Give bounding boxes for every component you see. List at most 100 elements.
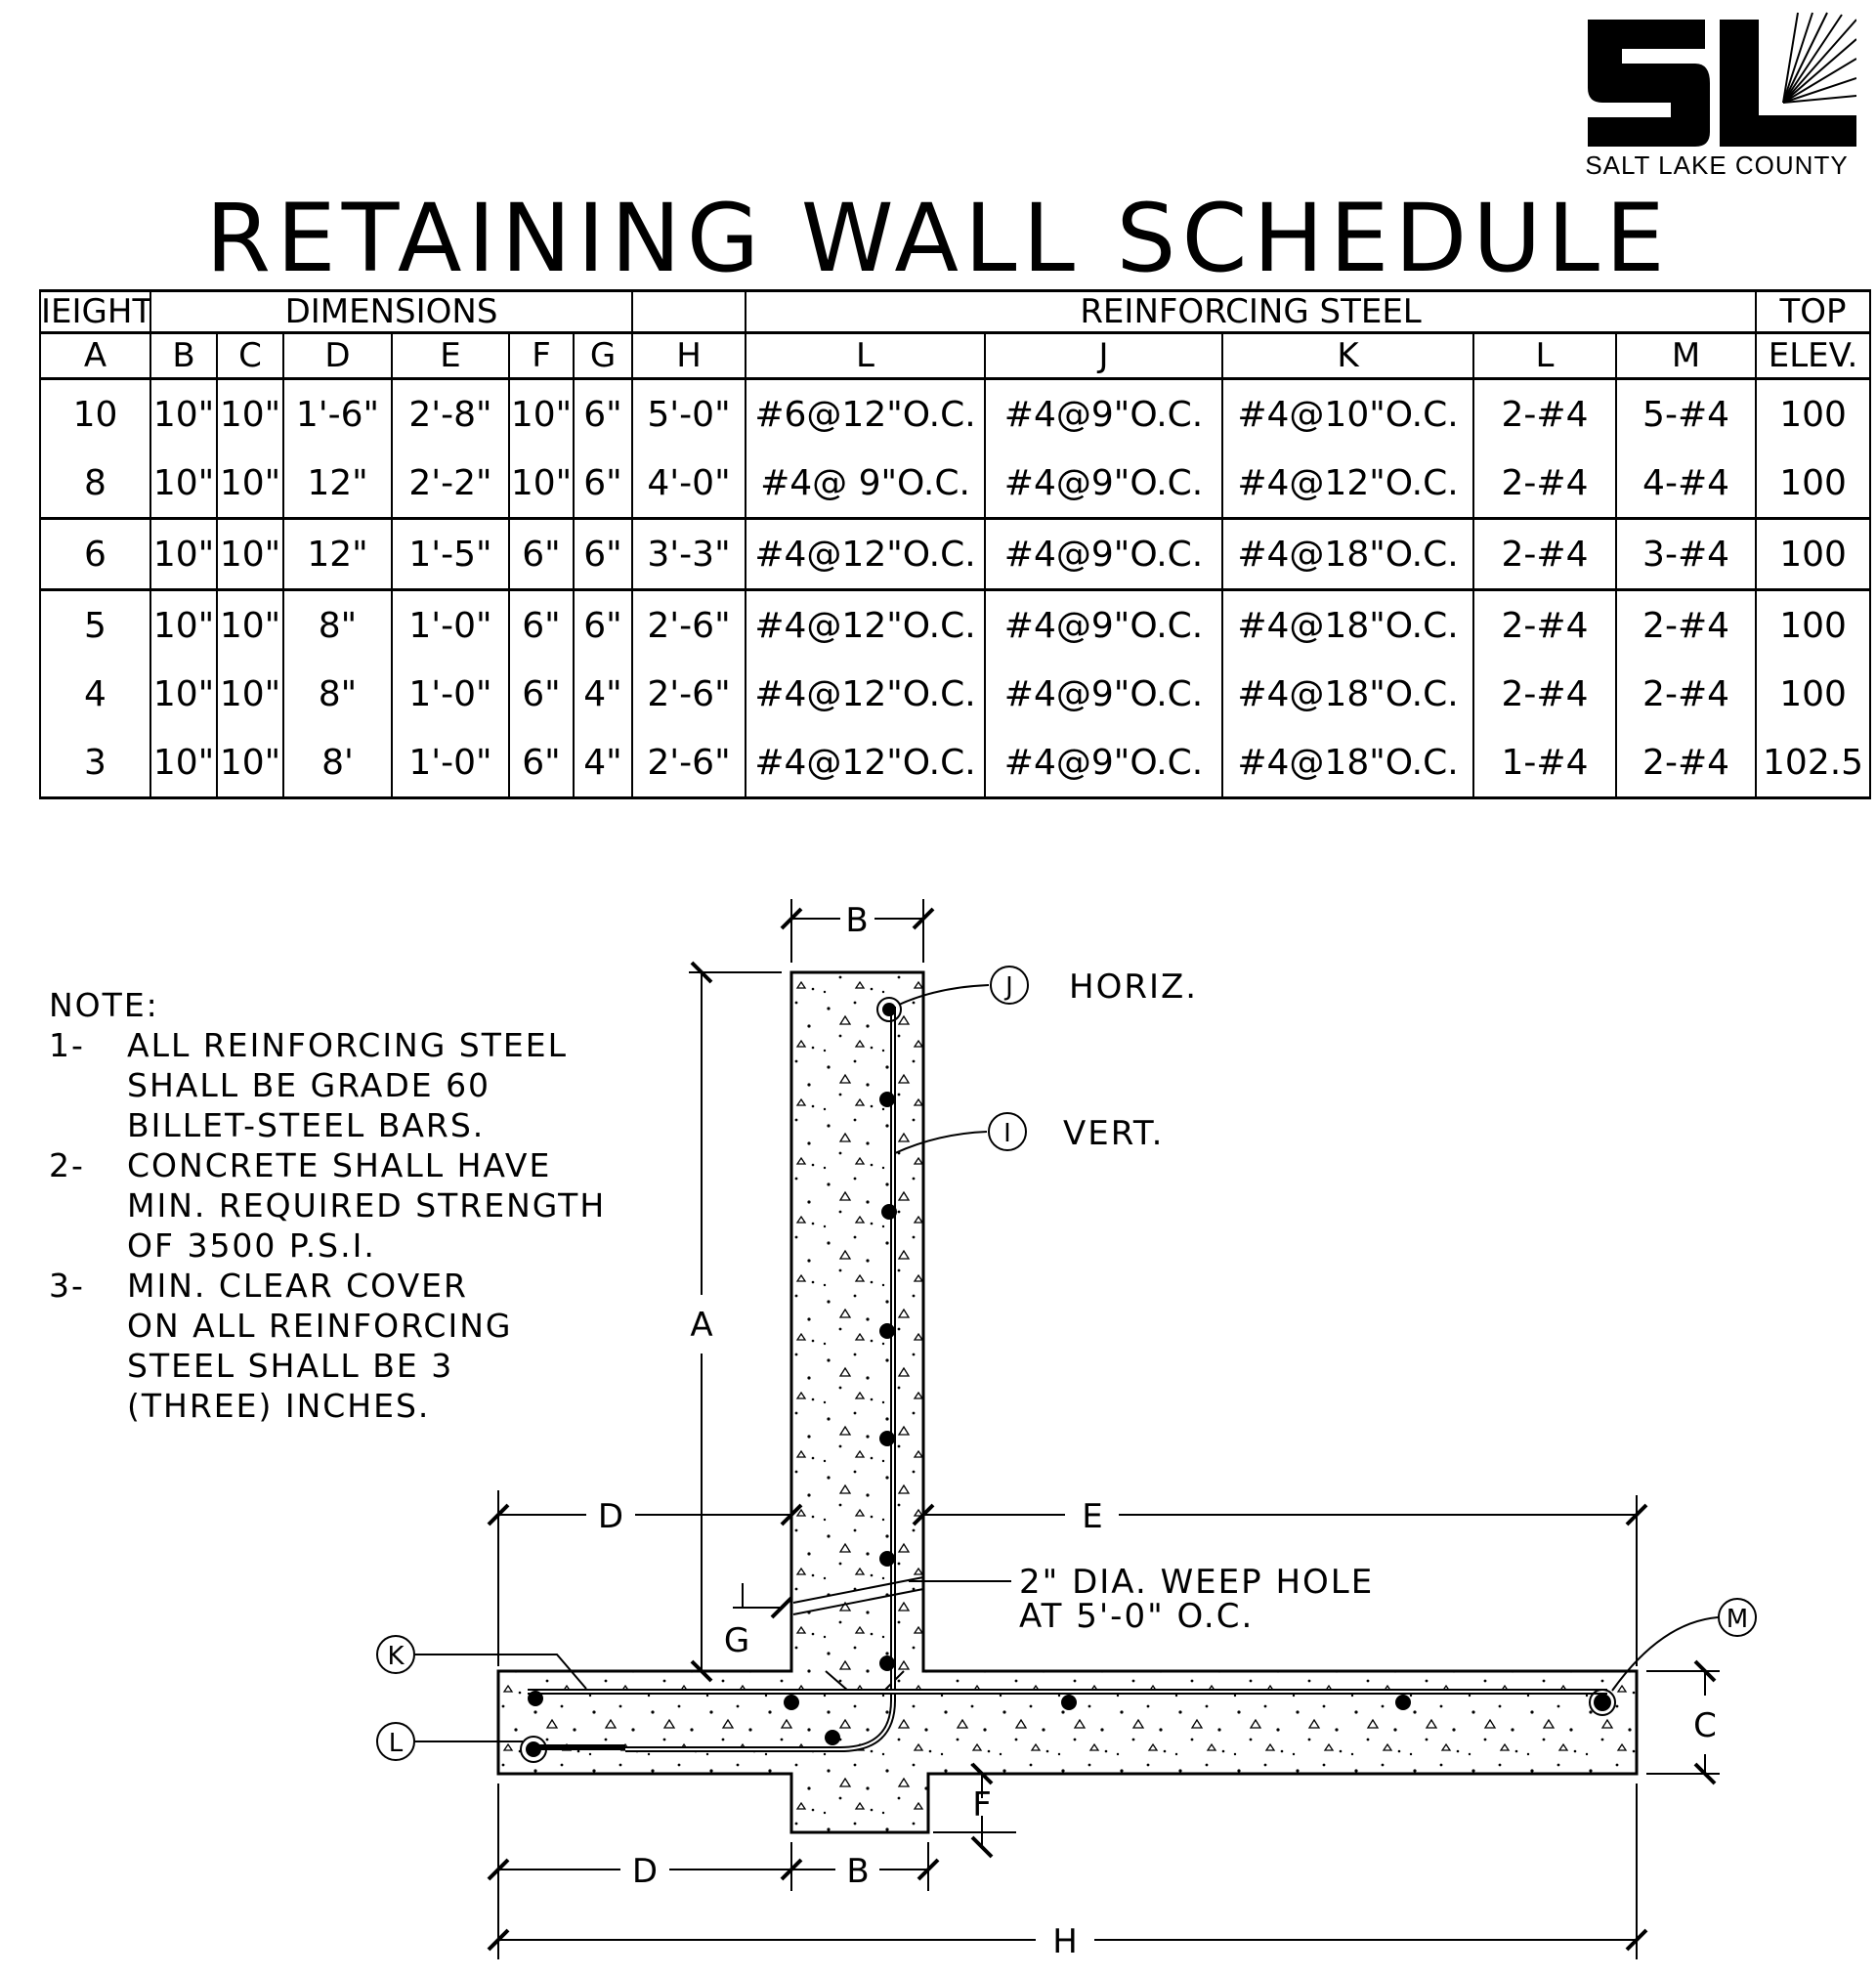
table-cell: #4@9"O.C. (984, 518, 1224, 591)
dim-label-a: A (690, 1306, 712, 1345)
leader-j (898, 984, 990, 1006)
table-cell: 10" (508, 378, 575, 449)
table-cell: #4@18"O.C. (1221, 589, 1475, 660)
note-item: 1-ALL REINFORCING STEEL SHALL BE GRADE 6… (49, 1025, 606, 1145)
logo-l-letter (1720, 20, 1856, 147)
table-cell: 4 (39, 660, 151, 728)
table-cell: 2-#4 (1615, 660, 1758, 728)
table-cell: #4@ 9"O.C. (745, 449, 987, 520)
table-cell: 2-#4 (1472, 449, 1618, 520)
dim-label-g: G (724, 1621, 749, 1660)
bar-m-highlight (1589, 1689, 1616, 1716)
subheader-col: D (282, 331, 393, 380)
table-cell: #4@12"O.C. (745, 660, 987, 728)
subheader-col: L (1472, 331, 1618, 380)
subheader-col: A (39, 331, 151, 380)
table-cell: 4" (572, 660, 634, 728)
callout-circle-j (990, 966, 1029, 1005)
table-cell: 5 (39, 589, 151, 660)
table-cell: 6" (508, 518, 575, 591)
note-text: CONCRETE SHALL HAVE MIN. REQUIRED STRENG… (127, 1146, 607, 1265)
dim-label-e: E (1082, 1497, 1102, 1536)
table-cell: 2-#4 (1472, 589, 1618, 660)
dim-label-h: H (1052, 1922, 1078, 1961)
table-cell: #4@12"O.C. (745, 728, 987, 799)
table-cell: 10" (149, 378, 218, 449)
table-cell: #4@10"O.C. (1221, 378, 1475, 449)
subheader-col: E (391, 331, 510, 380)
table-cell: 4'-0" (631, 449, 747, 520)
note-number: 2- (49, 1146, 85, 1184)
table-cell: 100 (1755, 378, 1872, 449)
table-cell: 2-#4 (1472, 660, 1618, 728)
table-cell: 8" (282, 660, 393, 728)
table-cell: 10" (508, 449, 575, 520)
table-cell: 1'-0" (391, 589, 510, 660)
logo-sun-rays (1782, 12, 1856, 104)
footing-longitudinal-bars (526, 1691, 1611, 1757)
table-cell: 6" (508, 728, 575, 799)
table-cell: 10" (216, 378, 284, 449)
table-cell: 102.5 (1755, 728, 1872, 799)
table-cell: 12" (282, 518, 393, 591)
table-cell: 12" (282, 449, 393, 520)
table-cell: 4-#4 (1615, 449, 1758, 520)
callout-tag-j: J (1003, 972, 1013, 1002)
callout-tag-i: I (1003, 1119, 1011, 1148)
table-cell: 10 (39, 378, 151, 449)
subheader-col: L (745, 331, 987, 380)
logo-caption: SALT LAKE COUNTY (1585, 150, 1848, 180)
subheader-col: C (216, 331, 284, 380)
table-cell: 1-#4 (1472, 728, 1618, 799)
table-cell: #4@9"O.C. (984, 589, 1224, 660)
table-cell: #4@12"O.C. (745, 518, 987, 591)
subheader-col: ELEV. (1755, 331, 1872, 380)
table-cell: 2'-6" (631, 728, 747, 799)
subheader-col: J (984, 331, 1224, 380)
table-cell: 10" (149, 728, 218, 799)
table-cell: 100 (1755, 449, 1872, 520)
table-cell: 10" (149, 518, 218, 591)
table-cell: 10" (149, 660, 218, 728)
table-cell: #6@12"O.C. (745, 378, 987, 449)
table-cell: 2'-6" (631, 589, 747, 660)
header-dimensions: DIMENSIONS (149, 289, 634, 333)
callout-text-i: VERT. (1063, 1114, 1164, 1153)
note-number: 3- (49, 1267, 85, 1305)
notes-block: NOTE: 1-ALL REINFORCING STEEL SHALL BE G… (49, 985, 606, 1426)
table-cell: 2-#4 (1615, 728, 1758, 799)
table-cell: 3-#4 (1615, 518, 1758, 591)
callout-circle-l (376, 1722, 415, 1761)
subheader-col: K (1221, 331, 1475, 380)
table-header-row-top: IEIGHT DIMENSIONS REINFORCING STEEL TOP (39, 289, 1872, 333)
dim-label-f: F (972, 1785, 992, 1825)
weep-hole (792, 1576, 924, 1615)
table-cell: 10" (216, 660, 284, 728)
subheader-col: F (508, 331, 575, 380)
subheader-col: H (631, 331, 747, 380)
notes-heading: NOTE: (49, 986, 159, 1024)
table-cell: 3 (39, 728, 151, 799)
retaining-wall-schedule-table: IEIGHT DIMENSIONS REINFORCING STEEL TOP … (39, 289, 1872, 799)
table-cell: #4@18"O.C. (1221, 518, 1475, 591)
table-cell: 5'-0" (631, 378, 747, 449)
bar-j-highlight (876, 997, 902, 1022)
table-cell: 10" (216, 518, 284, 591)
table-cell: 1'-5" (391, 518, 510, 591)
table-cell: 10" (149, 449, 218, 520)
table-cell: 2-#4 (1472, 378, 1618, 449)
table-cell: 8' (282, 728, 393, 799)
table-cell: 2'-8" (391, 378, 510, 449)
table-cell: 6" (508, 589, 575, 660)
table-cell: #4@9"O.C. (984, 449, 1224, 520)
table-cell: 1'-0" (391, 728, 510, 799)
table-cell: #4@9"O.C. (984, 660, 1224, 728)
header-height: IEIGHT (39, 289, 151, 333)
table-cell: 4" (572, 728, 634, 799)
table-cell: #4@12"O.C. (745, 589, 987, 660)
subheader-col: B (149, 331, 218, 380)
leader-k (415, 1654, 587, 1690)
